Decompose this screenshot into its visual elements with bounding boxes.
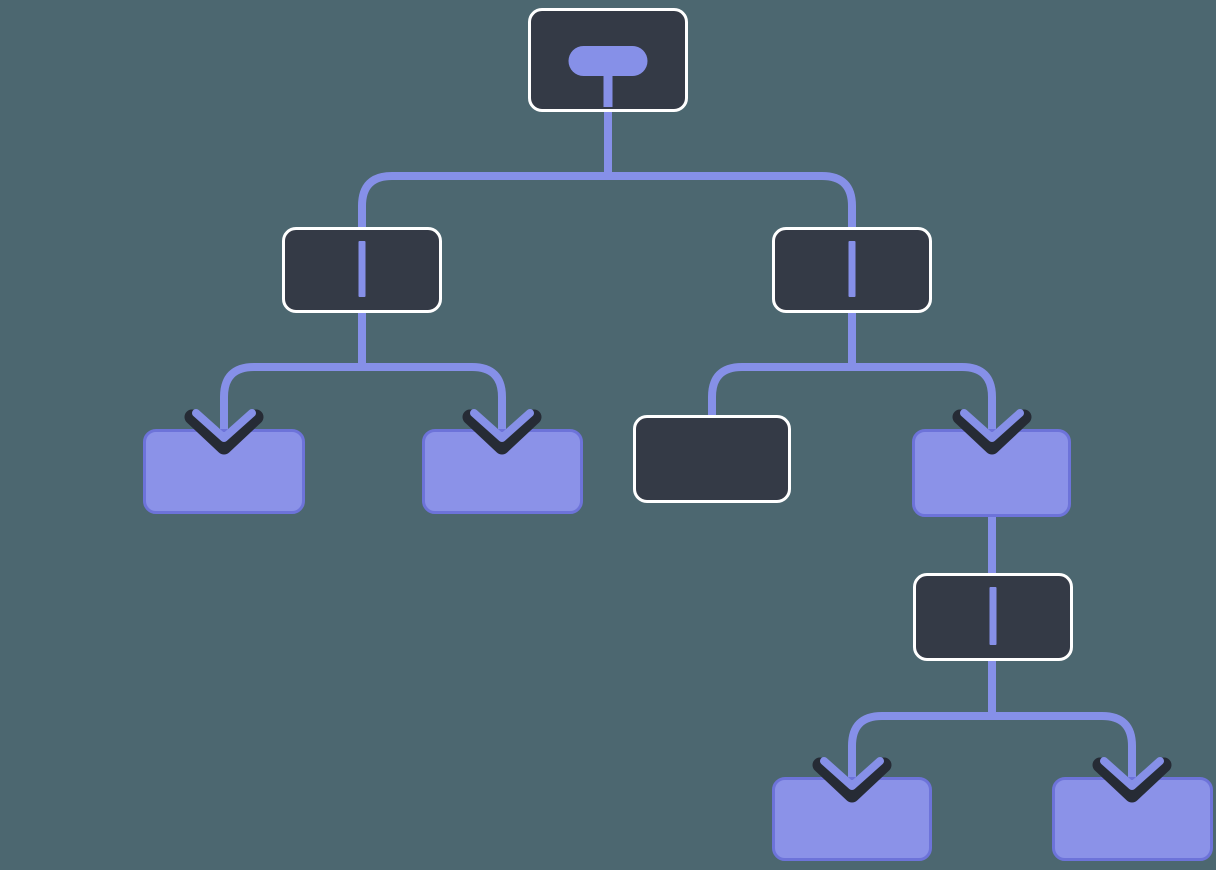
leaf-node-purple-2[interactable]: [422, 429, 583, 514]
leaf-node-purple-4[interactable]: [1052, 777, 1213, 861]
pass-through-line: [848, 241, 856, 297]
mid-node-purple[interactable]: [912, 429, 1071, 517]
pass-through-line: [989, 587, 997, 645]
pass-through-line: [358, 241, 366, 297]
branch-node-right[interactable]: [772, 227, 932, 313]
leaf-node-purple-1[interactable]: [143, 429, 305, 514]
pill-icon: [568, 46, 648, 76]
leaf-node-dark[interactable]: [633, 415, 791, 503]
leaf-node-purple-3[interactable]: [772, 777, 932, 861]
branch-node-left[interactable]: [282, 227, 442, 313]
pill-stem-icon: [603, 69, 613, 107]
branch-node-lower[interactable]: [913, 573, 1073, 661]
root-node[interactable]: [528, 8, 688, 112]
